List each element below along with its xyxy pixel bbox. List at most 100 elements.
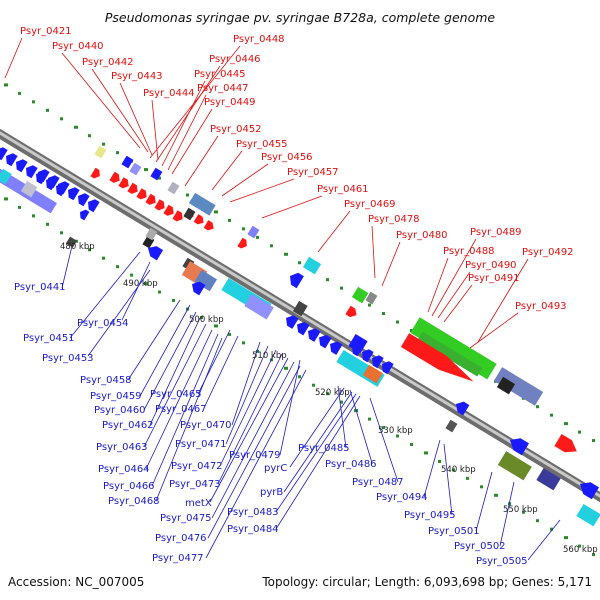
- reverse-gene: [0, 147, 8, 161]
- gene-label[interactable]: Psyr_0505: [476, 556, 528, 567]
- feature-block: [365, 291, 378, 305]
- tick-dot: [88, 134, 91, 138]
- gene-label[interactable]: Psyr_0488: [443, 246, 495, 257]
- gene-label[interactable]: Psyr_0442: [82, 57, 134, 68]
- label-leader-lines: [4, 37, 561, 561]
- gene-label[interactable]: Psyr_0475: [160, 513, 212, 524]
- gene-label[interactable]: metX: [185, 498, 212, 509]
- gene-label[interactable]: Psyr_0477: [152, 553, 204, 564]
- gene-label[interactable]: Psyr_0461: [317, 184, 369, 195]
- leader-line: [211, 150, 243, 191]
- reverse-gene: [48, 175, 60, 189]
- leader-line: [261, 195, 323, 219]
- leader-line: [371, 225, 376, 279]
- leader-line: [283, 391, 353, 493]
- gene-label[interactable]: pyrB: [260, 487, 283, 498]
- reverse-gene-shape: [121, 155, 134, 169]
- feature-block-shape: [365, 291, 378, 305]
- tick-dot: [564, 422, 568, 426]
- gene-label[interactable]: Psyr_0492: [522, 247, 574, 258]
- gene-label[interactable]: pyrC: [264, 463, 287, 474]
- feature-block: [496, 376, 516, 395]
- gene-label[interactable]: Psyr_0485: [298, 443, 350, 454]
- reverse-gene: [308, 328, 321, 342]
- gene-label[interactable]: Psyr_0451: [23, 333, 75, 344]
- gene-label[interactable]: Psyr_0502: [454, 541, 506, 552]
- gene-label[interactable]: Psyr_0495: [404, 510, 456, 521]
- feature-block: [445, 419, 458, 433]
- gene-label[interactable]: Psyr_0460: [94, 405, 146, 416]
- gene-label[interactable]: Psyr_0466: [103, 481, 155, 492]
- leader-line: [205, 369, 307, 559]
- reverse-gene-shape: [580, 482, 600, 500]
- leader-line: [91, 68, 149, 153]
- gene-label[interactable]: Psyr_0440: [52, 41, 104, 52]
- gene-label[interactable]: Psyr_0443: [111, 71, 163, 82]
- forward-gene-shape: [345, 305, 357, 318]
- gene-label[interactable]: Psyr_0487: [352, 477, 404, 488]
- gene-label[interactable]: Psyr_0476: [155, 533, 207, 544]
- gene-label[interactable]: Psyr_0480: [396, 230, 448, 241]
- gene-label[interactable]: Psyr_0479: [229, 450, 281, 461]
- gene-label[interactable]: Psyr_0421: [20, 26, 72, 37]
- feature-block: [493, 367, 544, 406]
- gene-label[interactable]: Psyr_0444: [143, 88, 195, 99]
- gene-label[interactable]: Psyr_0489: [470, 227, 522, 238]
- feature-block: [247, 225, 260, 239]
- gene-label[interactable]: Psyr_0453: [42, 353, 94, 364]
- gene-label[interactable]: Psyr_0462: [102, 420, 154, 431]
- feature-block: [145, 227, 158, 241]
- gene-label[interactable]: Psyr_0458: [80, 375, 132, 386]
- reverse-gene-shape: [372, 355, 384, 369]
- gene-label[interactable]: Psyr_0467: [155, 404, 207, 415]
- gene-label[interactable]: Psyr_0448: [233, 34, 285, 45]
- gene-label[interactable]: Psyr_0472: [171, 461, 223, 472]
- gene-label[interactable]: Psyr_0490: [465, 260, 517, 271]
- gene-label[interactable]: Psyr_0493: [515, 301, 567, 312]
- forward-gene: [154, 199, 165, 211]
- gene-label[interactable]: Psyr_0456: [261, 152, 313, 163]
- forward-gene-shape: [136, 188, 147, 200]
- feature-block-shape: [497, 451, 532, 481]
- gene-label[interactable]: Psyr_0464: [98, 464, 150, 475]
- gene-label[interactable]: Psyr_0471: [175, 439, 227, 450]
- gene-label[interactable]: Psyr_0491: [468, 273, 520, 284]
- leader-line: [145, 329, 213, 470]
- gene-label[interactable]: Psyr_0473: [169, 479, 221, 490]
- gene-label[interactable]: Psyr_0486: [325, 459, 377, 470]
- tick-dot: [18, 205, 21, 209]
- gene-label[interactable]: Psyr_0501: [428, 526, 480, 537]
- gene-label[interactable]: Psyr_0459: [90, 391, 142, 402]
- tick-dot: [74, 125, 78, 129]
- gene-label[interactable]: Psyr_0455: [236, 139, 288, 150]
- gene-label[interactable]: Psyr_0470: [180, 420, 232, 431]
- gene-label[interactable]: Psyr_0447: [197, 83, 249, 94]
- gene-label[interactable]: Psyr_0463: [96, 442, 148, 453]
- gene-label[interactable]: Psyr_0484: [227, 524, 279, 535]
- gene-label[interactable]: Psyr_0469: [344, 199, 396, 210]
- gene-label[interactable]: Psyr_0441: [14, 282, 66, 293]
- gene-label[interactable]: Psyr_0454: [77, 318, 129, 329]
- tick-dot: [494, 493, 498, 497]
- gene-label[interactable]: Psyr_0445: [194, 69, 246, 80]
- forward-gene-shape: [127, 182, 138, 194]
- feature-block-shape: [65, 236, 77, 248]
- tick-dot: [60, 117, 63, 121]
- reverse-gene: [80, 209, 90, 221]
- gene-label[interactable]: Psyr_0446: [209, 54, 261, 65]
- gene-label[interactable]: Psyr_0478: [368, 214, 420, 225]
- gene-label[interactable]: Psyr_0457: [287, 167, 339, 178]
- feature-block-shape: [445, 419, 458, 433]
- leader-line: [61, 245, 73, 289]
- gene-label[interactable]: Psyr_0494: [376, 492, 428, 503]
- gene-label[interactable]: Psyr_0483: [227, 507, 279, 518]
- gene-label[interactable]: Psyr_0468: [108, 496, 160, 507]
- leader-line: [217, 353, 283, 485]
- tick-dot: [410, 442, 413, 446]
- tick-dot: [130, 273, 133, 277]
- gene-label[interactable]: Psyr_0452: [210, 124, 262, 135]
- gene-label[interactable]: Psyr_0449: [204, 97, 256, 108]
- gene-label[interactable]: Psyr_0465: [150, 389, 202, 400]
- reverse-gene-shape: [362, 349, 374, 363]
